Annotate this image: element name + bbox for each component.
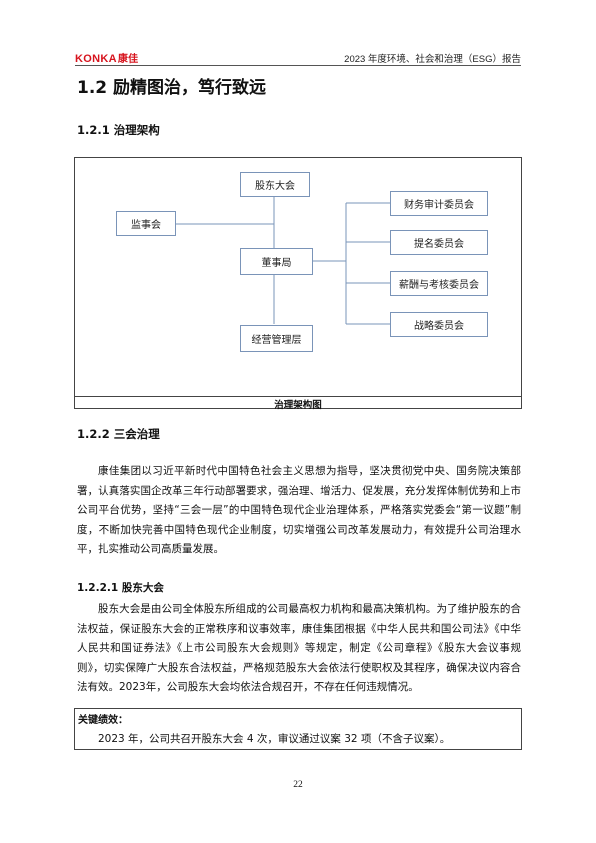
node-board-of-directors: 董事局 <box>240 248 313 275</box>
org-chart-caption-divider <box>74 396 522 409</box>
key-performance-text: 2023 年，公司共召开股东大会 4 次，审议通过议案 32 项（不含子议案）。 <box>98 733 451 745</box>
three-meetings-paragraph: 康佳集团以习近平新时代中国特色社会主义思想为指导，坚决贯彻党中央、国务院决策部署… <box>77 462 521 560</box>
header-divider <box>75 65 521 66</box>
section-title: 1.2 励精图治，笃行致远 <box>77 78 267 98</box>
logo-text: KONKA <box>75 53 117 65</box>
three-meetings-text: 康佳集团以习近平新时代中国特色社会主义思想为指导，坚决贯彻党中央、国务院决策部署… <box>77 465 521 555</box>
key-performance-label: 关键绩效： <box>78 715 128 726</box>
node-committee-remuneration: 薪酬与考核委员会 <box>390 271 488 296</box>
subsection-title-governance-structure: 1.2.1 治理架构 <box>77 123 160 137</box>
report-title: 2023 年度环境、社会和治理（ESG）报告 <box>344 54 521 65</box>
key-performance-box <box>74 708 522 750</box>
node-shareholders-meeting: 股东大会 <box>240 172 310 197</box>
konka-logo: KONKA康佳 <box>75 50 138 65</box>
node-committee-strategy: 战略委员会 <box>390 312 488 337</box>
subsection-title-shareholders-meeting: 1.2.2.1 股东大会 <box>77 582 164 594</box>
org-chart-caption: 治理架构图 <box>274 400 322 411</box>
org-chart-frame <box>74 157 522 409</box>
page-number: 22 <box>293 780 303 790</box>
node-management: 经营管理层 <box>240 325 313 352</box>
logo-cn-text: 康佳 <box>117 54 139 65</box>
node-committee-nomination: 提名委员会 <box>390 230 488 255</box>
node-supervisory-board: 监事会 <box>116 211 176 236</box>
shareholders-meeting-paragraph: 股东大会是由公司全体股东所组成的公司最高权力机构和最高决策机构。为了维护股东的合… <box>77 600 521 698</box>
shareholders-meeting-text: 股东大会是由公司全体股东所组成的公司最高权力机构和最高决策机构。为了维护股东的合… <box>77 603 521 693</box>
subsection-title-three-meetings: 1.2.2 三会治理 <box>77 427 160 441</box>
node-committee-audit: 财务审计委员会 <box>390 191 488 216</box>
